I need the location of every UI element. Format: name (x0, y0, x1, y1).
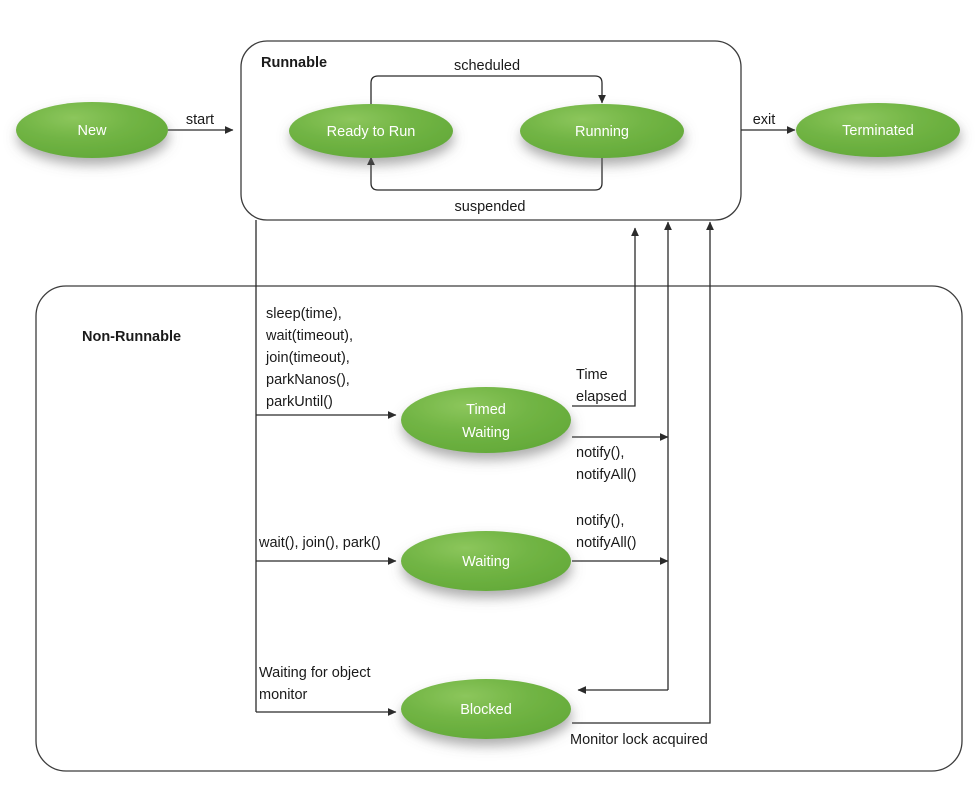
to-blocked-line-0: Waiting for object (259, 665, 370, 681)
edge-scheduled-line (370, 75, 606, 110)
waiting-notify-line-1: notifyAll() (576, 535, 636, 551)
node-running[interactable]: Running (520, 104, 684, 158)
node-new-label: New (77, 123, 107, 139)
time-elapsed-line-0: Time (576, 367, 608, 383)
time-elapsed-line-1: elapsed (576, 389, 627, 405)
to-timed-waiting-line-4: parkUntil() (266, 394, 333, 410)
to-timed-waiting-line-1: wait(timeout), (265, 328, 353, 344)
edge-to-blocked-label: Waiting for object monitor (259, 665, 375, 703)
non-runnable-group-label: Non-Runnable (82, 329, 181, 345)
to-blocked-line-1: monitor (259, 687, 308, 703)
edge-monitor-lock-acquired-line (572, 221, 714, 724)
node-ready-to-run[interactable]: Ready to Run (289, 104, 453, 158)
edge-suspended-line (367, 155, 603, 191)
node-blocked[interactable]: Blocked (401, 679, 571, 739)
node-blocked-label: Blocked (460, 702, 512, 718)
edge-to-waiting-label: wait(), join(), park() (258, 535, 381, 551)
to-timed-waiting-line-2: join(timeout), (265, 350, 350, 366)
edge-exit-label: exit (753, 112, 776, 128)
edge-to-timed-waiting-label: sleep(time), wait(timeout), join(timeout… (265, 306, 357, 410)
waiting-notify-line-0: notify(), (576, 513, 624, 529)
non-runnable-group-box (35, 285, 963, 772)
to-timed-waiting-line-3: parkNanos(), (266, 372, 350, 388)
node-timed-waiting-label-line1: Timed (466, 402, 506, 418)
node-running-label: Running (575, 124, 629, 140)
edge-suspended-label: suspended (455, 199, 526, 215)
node-ready-to-run-label: Ready to Run (327, 124, 416, 140)
node-waiting-label: Waiting (462, 554, 510, 570)
runnable-group-label: Runnable (261, 55, 327, 71)
timed-notify-line-1: notifyAll() (576, 467, 636, 483)
edge-time-elapsed-line (572, 227, 639, 407)
timed-notify-line-0: notify(), (576, 445, 624, 461)
edge-time-elapsed-label: Time elapsed (576, 367, 627, 405)
edge-scheduled-label: scheduled (454, 58, 520, 74)
node-new[interactable]: New (16, 102, 168, 158)
edge-start-label: start (186, 112, 214, 128)
edge-timed-notify-label: notify(), notifyAll() (576, 445, 636, 483)
to-timed-waiting-line-0: sleep(time), (266, 306, 342, 322)
node-waiting[interactable]: Waiting (401, 531, 571, 591)
node-timed-waiting[interactable]: Timed Waiting (401, 387, 571, 453)
edge-waiting-notify-label: notify(), notifyAll() (576, 513, 636, 551)
edge-monitor-lock-acquired-label: Monitor lock acquired (570, 732, 708, 748)
node-timed-waiting-label-line2: Waiting (462, 425, 510, 441)
node-terminated-label: Terminated (842, 123, 914, 139)
node-terminated[interactable]: Terminated (796, 103, 960, 157)
